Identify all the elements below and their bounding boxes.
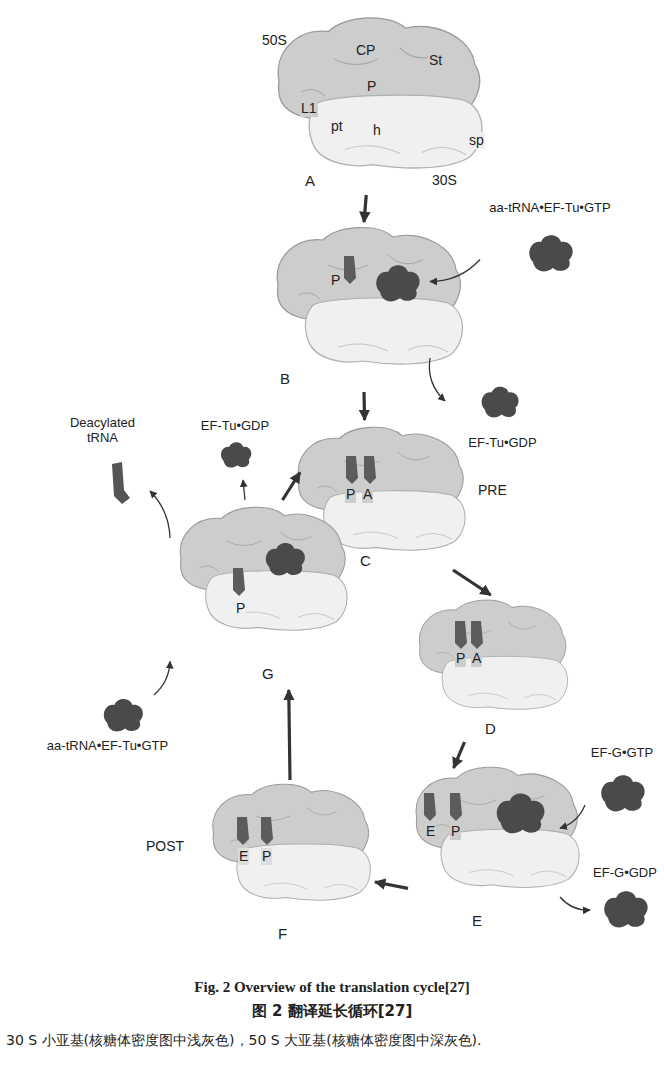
- molecule-complex: EF-Tu•GDP: [445, 380, 560, 450]
- state-letter: B: [280, 370, 290, 388]
- molecule-name: aa-tRNA•EF-Tu•GTP: [47, 738, 168, 753]
- figure-caption-cn: 图 2 翻译延长循环[27]: [252, 1002, 412, 1020]
- site-label: E: [238, 848, 249, 865]
- ribosome-state: E: [408, 768, 560, 940]
- connector: [375, 882, 408, 888]
- connector: [150, 491, 170, 538]
- factor-drawing: [529, 235, 572, 271]
- connector: [289, 690, 290, 780]
- connector: [154, 662, 170, 696]
- connector: [560, 805, 585, 828]
- molecule-name: EF-G•GTP: [591, 745, 653, 760]
- factor-drawing: [104, 699, 143, 732]
- connector: [429, 358, 445, 401]
- state-letter: C: [360, 552, 371, 570]
- figure-caption: Fig. 2 Overview of the translation cycle…: [194, 978, 469, 996]
- factor-drawing: [266, 543, 305, 576]
- ribosome-drawing: [180, 507, 347, 630]
- molecule-complex: aa-tRNA•EF-Tu•GTP: [480, 200, 620, 285]
- trna-drawing: [112, 462, 130, 504]
- trna-drawing: [346, 456, 358, 484]
- connector: [454, 742, 465, 768]
- trna-drawing: [450, 793, 462, 821]
- site-label: P: [330, 272, 341, 289]
- figure-note: 30 S 小亚基(核糖体密度图中浅灰色)，50 S 大亚基(核糖体密度图中深灰色…: [6, 1030, 658, 1051]
- factor-drawing: [376, 265, 419, 301]
- molecule-name: EF-Tu•GDP: [468, 435, 536, 450]
- ribosome-drawing: [278, 18, 482, 168]
- site-label: PRE: [478, 482, 507, 499]
- factor-drawing: [601, 775, 644, 811]
- molecule-name: EF-G•GDP: [593, 865, 657, 880]
- ribosome-state: A: [265, 15, 490, 195]
- ribosome-state: D: [412, 595, 587, 742]
- site-label: P: [455, 650, 466, 667]
- site-label: 50S: [262, 32, 287, 49]
- site-label: A: [471, 650, 482, 667]
- molecule-complex: EF-G•GTP: [585, 745, 659, 845]
- site-label: P: [345, 486, 356, 503]
- molecule-name: EF-Tu•GDP: [201, 418, 269, 433]
- ribosome-drawing: [277, 228, 462, 365]
- site-label: P: [261, 848, 272, 865]
- site-label: L1: [300, 100, 318, 117]
- ribosome-state: G: [170, 500, 295, 690]
- molecule-name: Deacylated tRNA: [55, 415, 150, 445]
- trna-drawing: [261, 817, 273, 845]
- site-label: E: [425, 823, 436, 840]
- connector: [453, 570, 491, 595]
- molecule-name: aa-tRNA•EF-Tu•GTP: [489, 200, 610, 215]
- site-label: pt: [330, 118, 344, 135]
- site-label: POST: [146, 838, 184, 855]
- connector: [283, 473, 301, 501]
- trna-drawing: [424, 793, 436, 821]
- factor-drawing: [482, 387, 519, 418]
- molecule-complex: Deacylated tRNA: [55, 415, 150, 510]
- factor-drawing: [221, 442, 251, 467]
- ribosome-state: B: [265, 222, 430, 392]
- site-label: P: [235, 600, 246, 617]
- connector: [430, 260, 480, 282]
- site-label: sp: [468, 132, 485, 149]
- site-label: 30S: [432, 172, 457, 189]
- trna-drawing: [344, 256, 356, 284]
- site-label: P: [366, 78, 377, 95]
- connector: [364, 195, 366, 222]
- state-letter: A: [305, 172, 315, 190]
- state-letter: E: [472, 912, 482, 930]
- factor-drawing: [604, 891, 647, 927]
- trna-drawing: [364, 456, 376, 484]
- connector: [243, 480, 245, 500]
- state-letter: D: [485, 720, 496, 738]
- ribosome-drawing: [213, 784, 370, 900]
- site-label: St: [428, 52, 443, 69]
- ribosome-state: C: [300, 420, 470, 570]
- trna-drawing: [455, 621, 467, 649]
- state-letter: F: [278, 925, 287, 943]
- molecule-complex: aa-tRNA•EF-Tu•GTP: [30, 695, 185, 753]
- site-label: P: [450, 823, 461, 840]
- molecule-complex: EF-G•GDP: [590, 865, 660, 955]
- state-letter: G: [262, 665, 274, 683]
- connector: [560, 897, 590, 910]
- molecule-complex: EF-Tu•GDP: [195, 418, 275, 480]
- ribosome-drawing: [416, 767, 579, 887]
- site-label: A: [362, 486, 373, 503]
- trna-drawing: [233, 568, 245, 596]
- factor-drawing: [497, 794, 545, 834]
- connector: [362, 392, 366, 420]
- trna-drawing: [237, 817, 249, 845]
- site-label: CP: [355, 42, 376, 59]
- site-label: h: [372, 122, 382, 139]
- ribosome-drawing: [419, 600, 567, 709]
- trna-drawing: [471, 621, 483, 649]
- ribosome-state: F: [205, 780, 375, 950]
